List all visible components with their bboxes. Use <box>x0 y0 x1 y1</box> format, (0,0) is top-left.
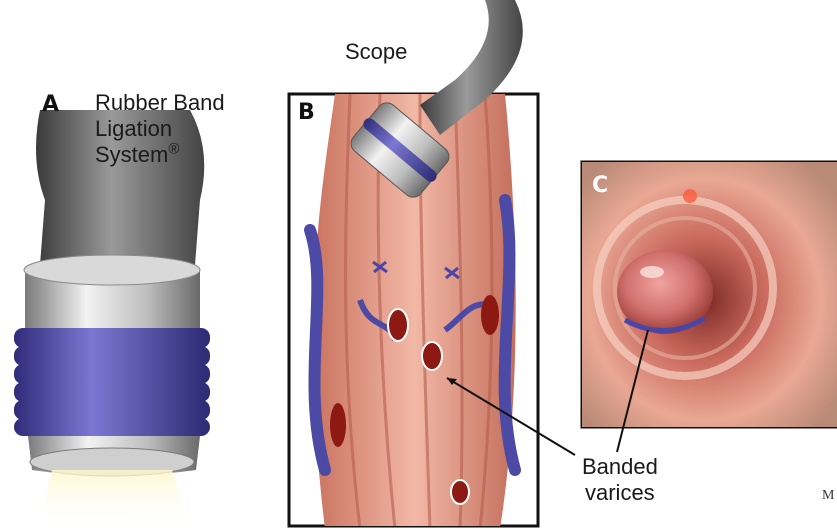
rubber-band-label-line1: Rubber Band <box>95 91 225 115</box>
rubber-bands <box>14 328 210 436</box>
panel-c-letter: C <box>592 175 608 197</box>
banded-varices-label-line1: Banded <box>582 455 658 479</box>
scope-label: Scope <box>345 40 407 64</box>
panel-a-letter: A <box>42 94 59 116</box>
banded-varices-label-line2: varices <box>585 481 655 505</box>
registered-mark: ® <box>168 141 179 158</box>
rubber-band-label-line3: System® <box>95 143 179 167</box>
rubber-band-label-line2: Ligation <box>95 117 172 141</box>
panel-c-endoscopic-view <box>582 162 837 427</box>
panel-b-letter: B <box>298 102 315 124</box>
corner-logo: M <box>822 488 834 504</box>
panel-a-device <box>14 110 210 529</box>
